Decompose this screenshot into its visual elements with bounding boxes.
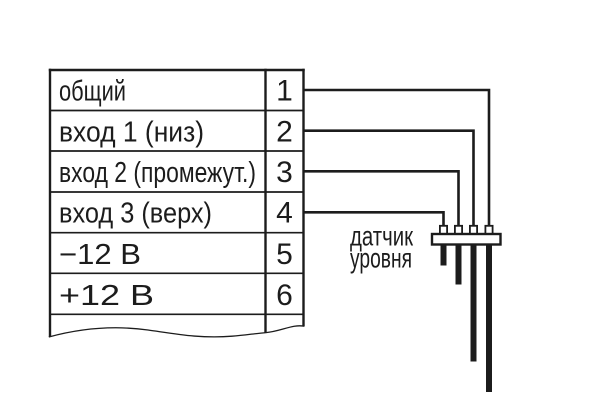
terminal-label-input3-high: вход 3 (верх)	[59, 198, 212, 230]
wires	[303, 88, 491, 226]
sensor-electrode-high	[440, 244, 447, 266]
terminal-number-2: 2	[276, 116, 293, 149]
terminal-table: общий вход 1 (низ) вход 2 (промежут.) вх…	[48, 68, 305, 338]
wire-terminal3-input2-mid	[303, 170, 460, 226]
sensor-electrode-mid	[455, 244, 462, 285]
sensor-pin-2	[453, 224, 463, 235]
table-break-wave	[48, 325, 305, 338]
sensor-label-line1: датчик	[350, 221, 414, 252]
wire-terminal4-input3-high	[303, 211, 445, 226]
sensor-electrode-low	[470, 244, 477, 362]
level-sensor: датчик уровня	[350, 221, 502, 392]
terminal-number-6: 6	[276, 279, 293, 312]
sensor-label-line2: уровня	[350, 243, 412, 274]
sensor-pin-3	[468, 224, 478, 235]
terminal-number-1: 1	[276, 75, 293, 108]
sensor-pin-1	[438, 224, 448, 235]
terminal-label-plus12v: +12 В	[59, 280, 154, 312]
sensor-electrode-common	[486, 244, 492, 392]
sensor-header-bar	[430, 232, 502, 246]
terminal-label-input2-mid: вход 2 (промежут.)	[59, 157, 256, 189]
sensor-pin-4	[484, 224, 494, 235]
wire-terminal1-common	[303, 88, 491, 226]
terminal-number-3: 3	[276, 156, 293, 189]
terminal-label-common: общий	[59, 76, 126, 108]
terminal-label-input1-low: вход 1 (низ)	[59, 117, 204, 149]
wire-terminal2-input1-low	[303, 129, 475, 226]
terminal-label-minus12v: −12 В	[59, 239, 141, 271]
terminal-number-4: 4	[276, 197, 293, 230]
terminal-number-5: 5	[276, 238, 293, 271]
